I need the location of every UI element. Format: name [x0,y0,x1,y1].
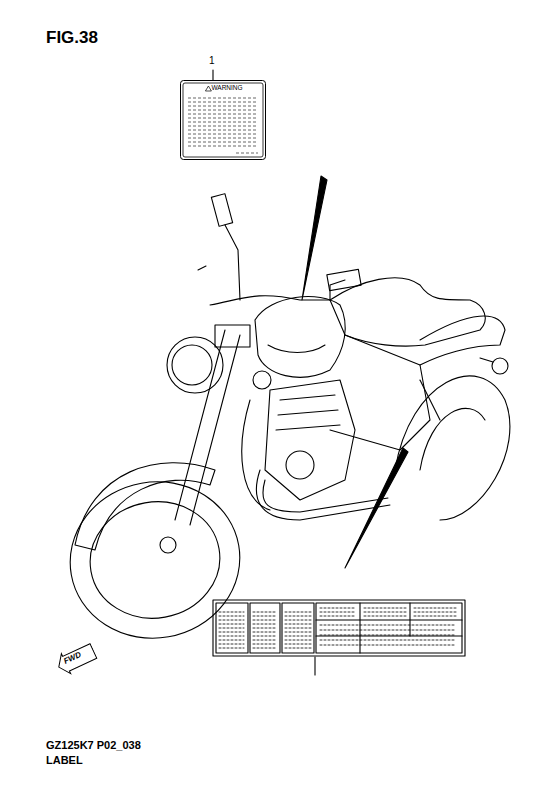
figure-caption: LABEL [46,754,83,766]
arrow-text: FWD [52,639,95,670]
pointer-wedge [302,176,327,300]
figure-title: FIG.38 [46,28,98,48]
label-sheet [213,600,465,675]
leader-line [212,70,213,80]
callout-number: 1 [209,55,215,66]
forward-arrow: FWD [52,639,99,680]
label-heading: WARNING [180,80,266,91]
figure-code: GZ125K7 P02_038 [46,739,141,751]
warning-label: WARNING [180,80,266,160]
leader-line [314,657,315,675]
label-outline [180,80,266,160]
pointer-wedge [345,448,408,568]
motorcycle-drawing [58,194,510,652]
